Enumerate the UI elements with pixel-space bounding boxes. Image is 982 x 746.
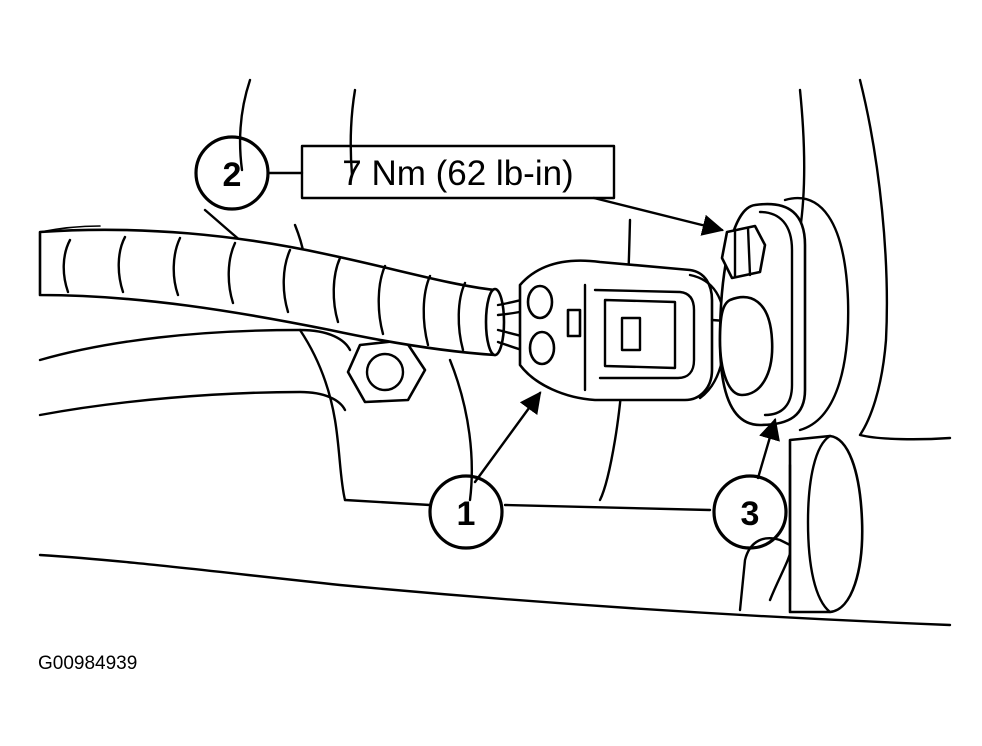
torque-spec-label: 7 Nm (62 lb-in): [342, 154, 573, 193]
electrical-connector: [518, 259, 742, 402]
torque-spec-box: [300, 144, 616, 200]
figure-id: G00984939: [38, 653, 137, 674]
sensor-body: [718, 202, 807, 427]
wiring-conduit: [38, 228, 506, 357]
callout-3-label: 3: [741, 495, 760, 533]
callout-1-label: 1: [457, 495, 476, 533]
bracket-bolt-boss: [788, 434, 864, 614]
callout-3-group: 3: [712, 417, 788, 550]
callout-2-group: 2 7 Nm (62 lb-in): [194, 135, 725, 236]
callout-2-label: 2: [223, 156, 242, 194]
callout-1-group: 1: [428, 391, 542, 550]
hex-mounting-bolt: [346, 338, 427, 404]
